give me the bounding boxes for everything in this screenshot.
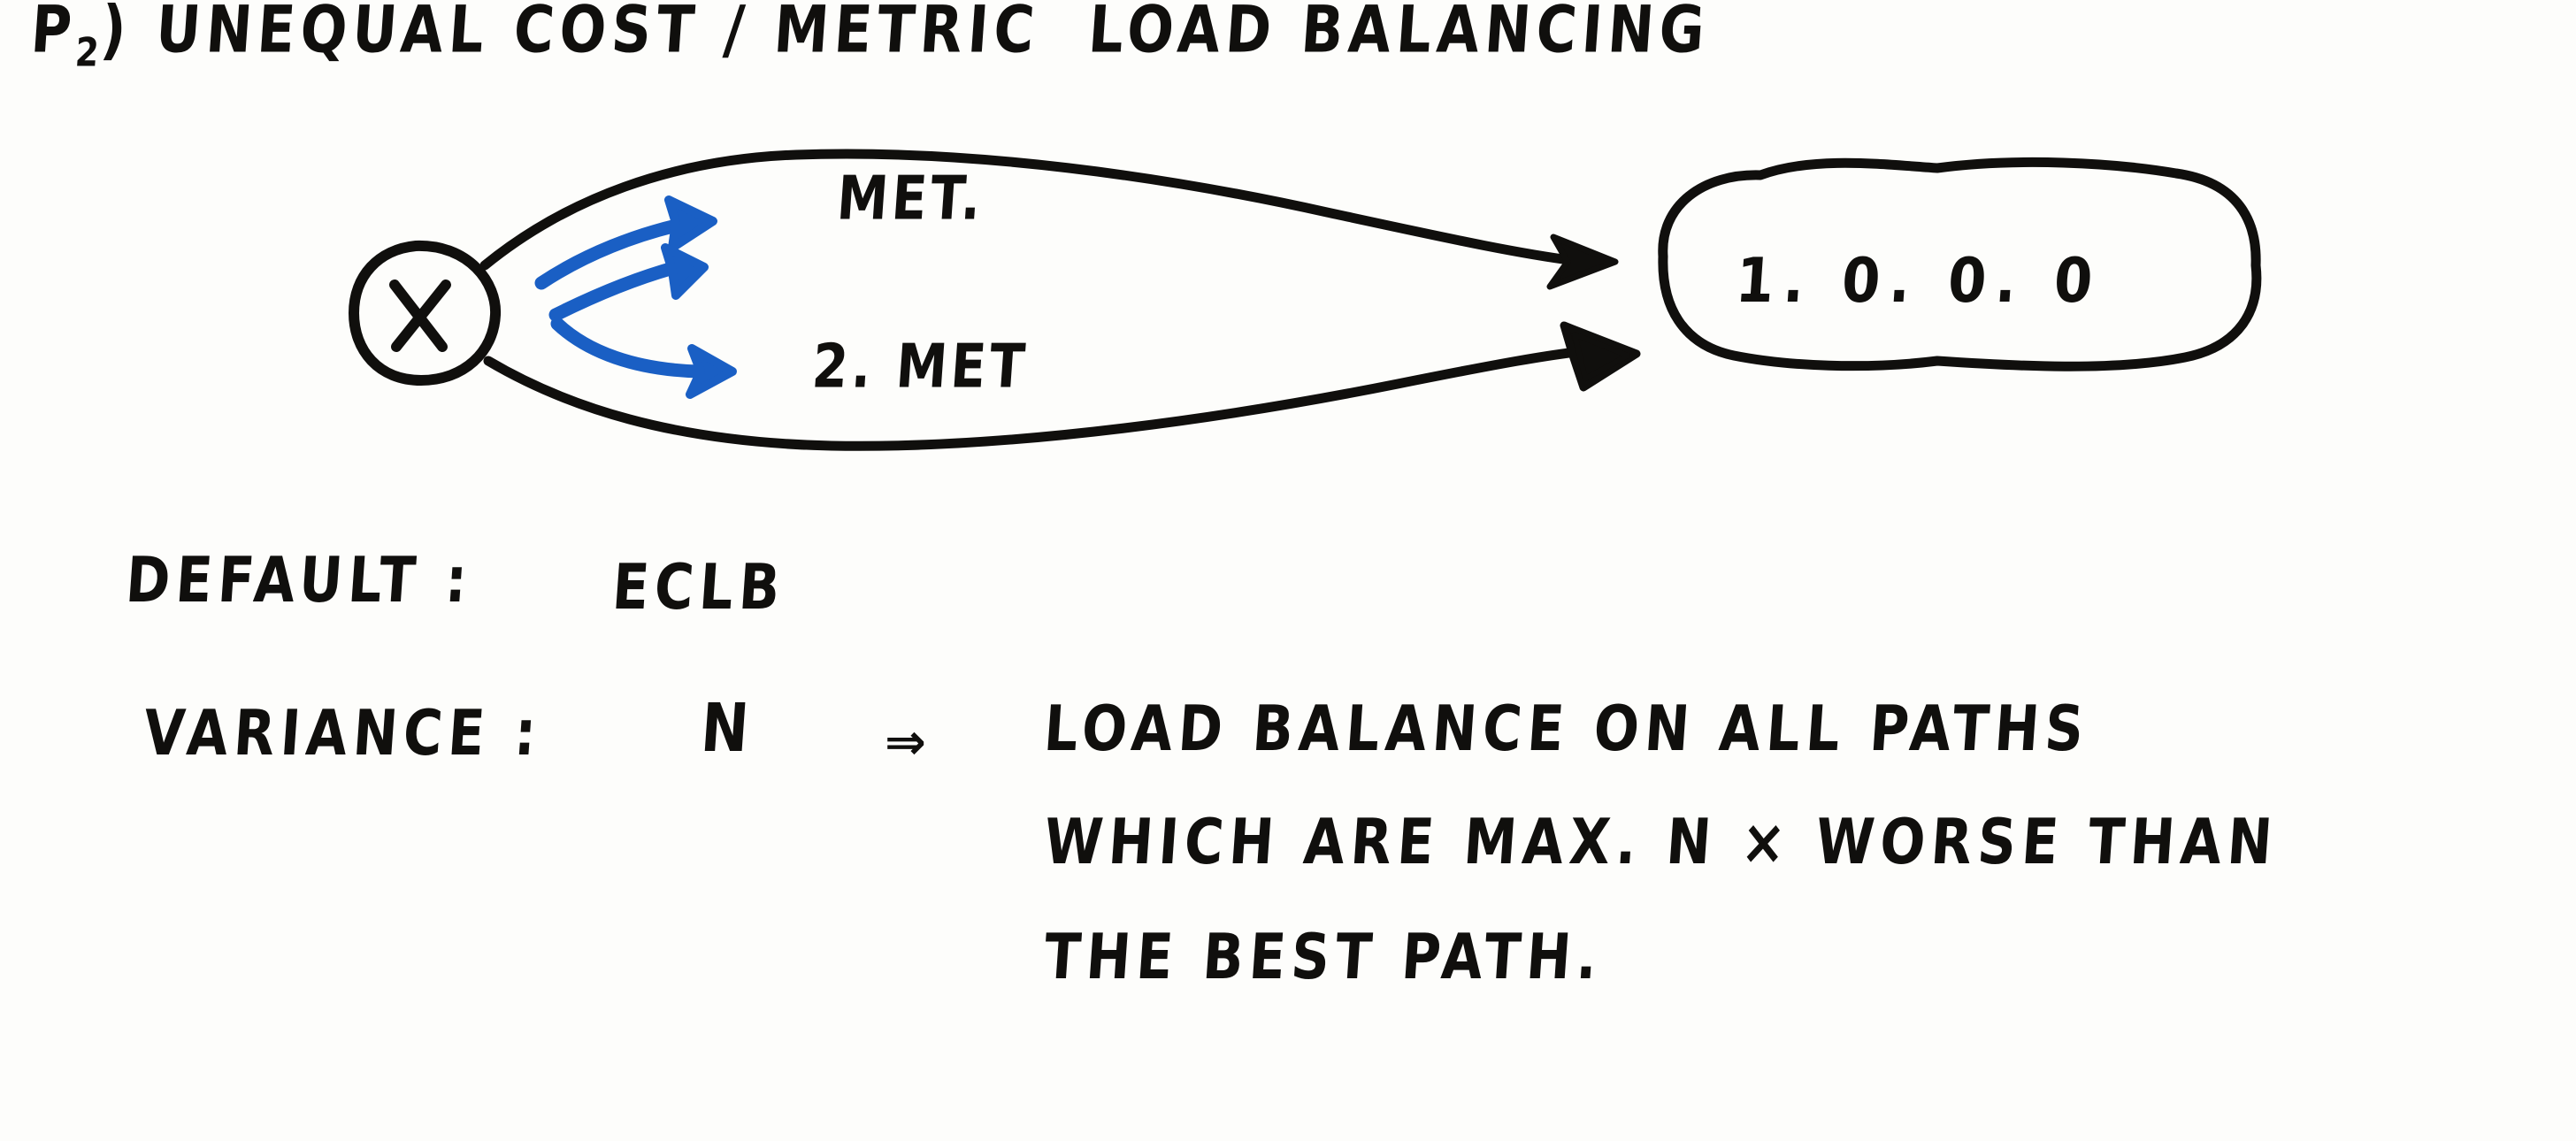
variance-explanation-line-3: THE BEST PATH.: [1041, 921, 1606, 994]
title-marker-subscript: 2: [73, 29, 102, 75]
variance-value: N: [698, 690, 758, 768]
edge-label-bottom: 2. MET: [809, 330, 1031, 402]
traffic-arrow-1: [534, 195, 717, 290]
arrowhead-bottom-fill: [1572, 332, 1630, 381]
variance-label: VARIANCE :: [141, 697, 545, 770]
edge-label-top: MET.: [834, 162, 987, 234]
edge-bottom-path: [483, 321, 1641, 451]
variance-explanation-line-1: LOAD BALANCE ON ALL PATHS: [1041, 693, 2092, 766]
title-marker-paren: ): [98, 0, 134, 68]
title-text: UNEQUAL COST / METRIC LOAD BALANCING: [153, 0, 1713, 68]
page-title: P2) UNEQUAL COST / METRIC LOAD BALANCING: [28, 0, 1713, 75]
arrowhead-top: [1546, 234, 1619, 290]
implies-arrow-icon: ⇒: [885, 714, 928, 771]
traffic-arrow-2: [548, 243, 709, 322]
edge-top-path: [479, 149, 1619, 290]
arrowhead-bottom: [1560, 321, 1641, 392]
destination-address: 1. 0. 0. 0: [1733, 243, 2104, 317]
variance-explanation-line-2: WHICH ARE MAX. N × WORSE THAN: [1041, 806, 2281, 879]
default-value: ECLB: [610, 551, 788, 624]
traffic-arrow-3: [550, 317, 737, 399]
title-marker: P: [28, 0, 80, 68]
default-label: DEFAULT :: [123, 544, 476, 617]
traffic-arrows-group: [534, 195, 737, 399]
source-node: [348, 240, 502, 387]
